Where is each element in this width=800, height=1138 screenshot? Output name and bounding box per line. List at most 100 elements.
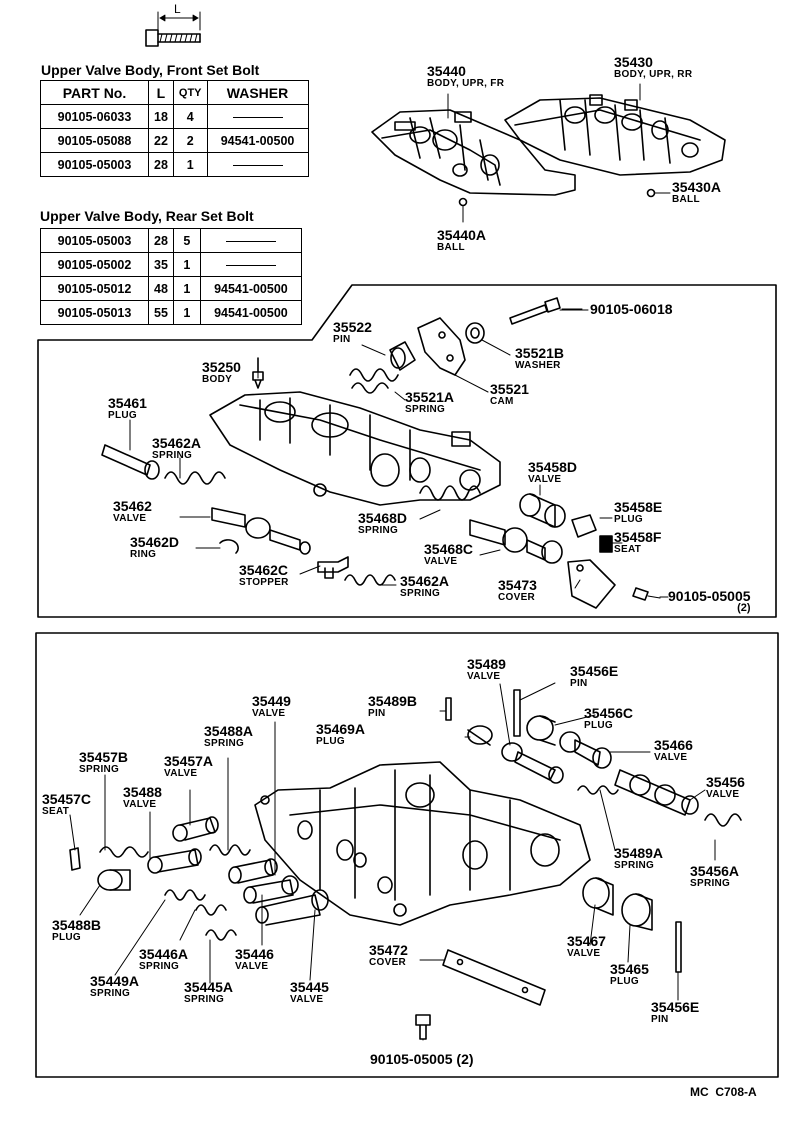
- part-name: CAM: [490, 396, 514, 407]
- part-number: 35449A: [90, 973, 140, 989]
- part-name: VALVE: [567, 948, 601, 959]
- part-name: COVER: [369, 957, 407, 968]
- qty-cell: 1: [172, 252, 201, 277]
- part-no-cell: 90105-05003: [40, 152, 149, 177]
- length-cell: 55: [148, 300, 174, 325]
- figure-code: MC C708-A: [690, 1085, 757, 1099]
- part-number: 35521: [490, 381, 529, 397]
- valve-35466-drawing: [559, 731, 612, 769]
- part-number: 35445A: [184, 979, 234, 995]
- part-name: PLUG: [108, 410, 137, 421]
- cam-drawing: [417, 317, 466, 376]
- qty-cell: 1: [172, 152, 208, 177]
- ball-35440a-drawing: [458, 197, 468, 207]
- seat-35457c-drawing: [69, 847, 81, 871]
- part-name: PLUG: [52, 932, 81, 943]
- spring-35488a-drawing: [209, 844, 251, 856]
- part-name: VALVE: [164, 768, 198, 779]
- valve-35446-drawing: [243, 875, 299, 904]
- part-name: SPRING: [400, 588, 441, 599]
- part-number: 35458D: [528, 459, 578, 475]
- part-number: 35468C: [424, 541, 474, 557]
- table-header-row: PART No. L QTY WASHER: [40, 80, 309, 105]
- none-dash: [232, 164, 283, 166]
- part-number: 35462D: [130, 534, 180, 550]
- part-number: 35467: [567, 933, 606, 949]
- length-cell: 22: [148, 128, 174, 153]
- spring-35489a-drawing: [577, 785, 619, 795]
- part-name: SPRING: [690, 878, 731, 889]
- spring-35445a-drawing: [205, 929, 237, 941]
- part-name: VALVE: [528, 474, 562, 485]
- qty-cell: 1: [172, 276, 201, 301]
- length-cell: 35: [148, 252, 174, 277]
- part-name: PLUG: [316, 736, 345, 747]
- part-number: 35466: [654, 737, 693, 753]
- part-name: SPRING: [152, 450, 193, 461]
- valve-35456-drawing: [614, 769, 699, 816]
- spring-35457b-drawing: [99, 846, 149, 858]
- part-number: 90105-05005 (2): [370, 1051, 474, 1067]
- washer-drawing: [465, 322, 485, 344]
- part-number: 35430: [614, 54, 653, 70]
- part-number: 35489A: [614, 845, 664, 861]
- none-dash: [225, 240, 276, 242]
- part-number: 35489B: [368, 693, 418, 709]
- body-35250-drawing: [252, 357, 264, 389]
- part-number: 90105-06018: [590, 301, 673, 317]
- part-number: 35473: [498, 577, 537, 593]
- spring-35446a-drawing: [195, 904, 227, 916]
- part-name: PIN: [651, 1014, 669, 1025]
- washer-cell: [199, 228, 302, 253]
- qty-cell: 4: [172, 104, 208, 129]
- part-number: 35489: [467, 656, 506, 672]
- part-name: SPRING: [139, 961, 180, 972]
- part-name: BODY: [202, 374, 233, 385]
- washer-cell: 94541-00500: [199, 300, 302, 325]
- bolt-05005-upper-drawing: [632, 587, 661, 601]
- length-cell: 18: [148, 104, 174, 129]
- spring-35521a-drawing: [349, 368, 399, 394]
- table-row: 90105-06033 18 4: [40, 104, 309, 129]
- plug-35461-drawing: [101, 444, 160, 480]
- washer-cell: 94541-00500: [206, 128, 309, 153]
- bolt-06018-drawing: [509, 297, 583, 325]
- part-number: 90105-05005: [668, 588, 751, 604]
- part-number: 35456: [706, 774, 745, 790]
- upper-panel-frame: [37, 284, 777, 618]
- part-name: SPRING: [79, 764, 120, 775]
- part-number: 35521A: [405, 389, 455, 405]
- pin-35456e-bottom-drawing: [675, 921, 682, 973]
- part-name: BALL: [437, 242, 465, 253]
- part-number: 35488B: [52, 917, 102, 933]
- none-dash: [225, 264, 276, 266]
- part-name: VALVE: [706, 789, 740, 800]
- pin-35456e-top-drawing: [513, 689, 521, 737]
- plug-35488b-drawing: [97, 869, 131, 891]
- part-number: 35445: [290, 979, 329, 995]
- upper-rear-body-drawing: [504, 94, 726, 176]
- part-number: 35456E: [570, 663, 619, 679]
- plug-35465-drawing: [621, 893, 653, 931]
- valve-35445-drawing: [255, 889, 329, 926]
- length-cell: 48: [148, 276, 174, 301]
- bolt-length-label: L: [174, 2, 181, 16]
- front-table-title: Upper Valve Body, Front Set Bolt: [41, 62, 260, 78]
- valve-35462-drawing: [211, 507, 311, 555]
